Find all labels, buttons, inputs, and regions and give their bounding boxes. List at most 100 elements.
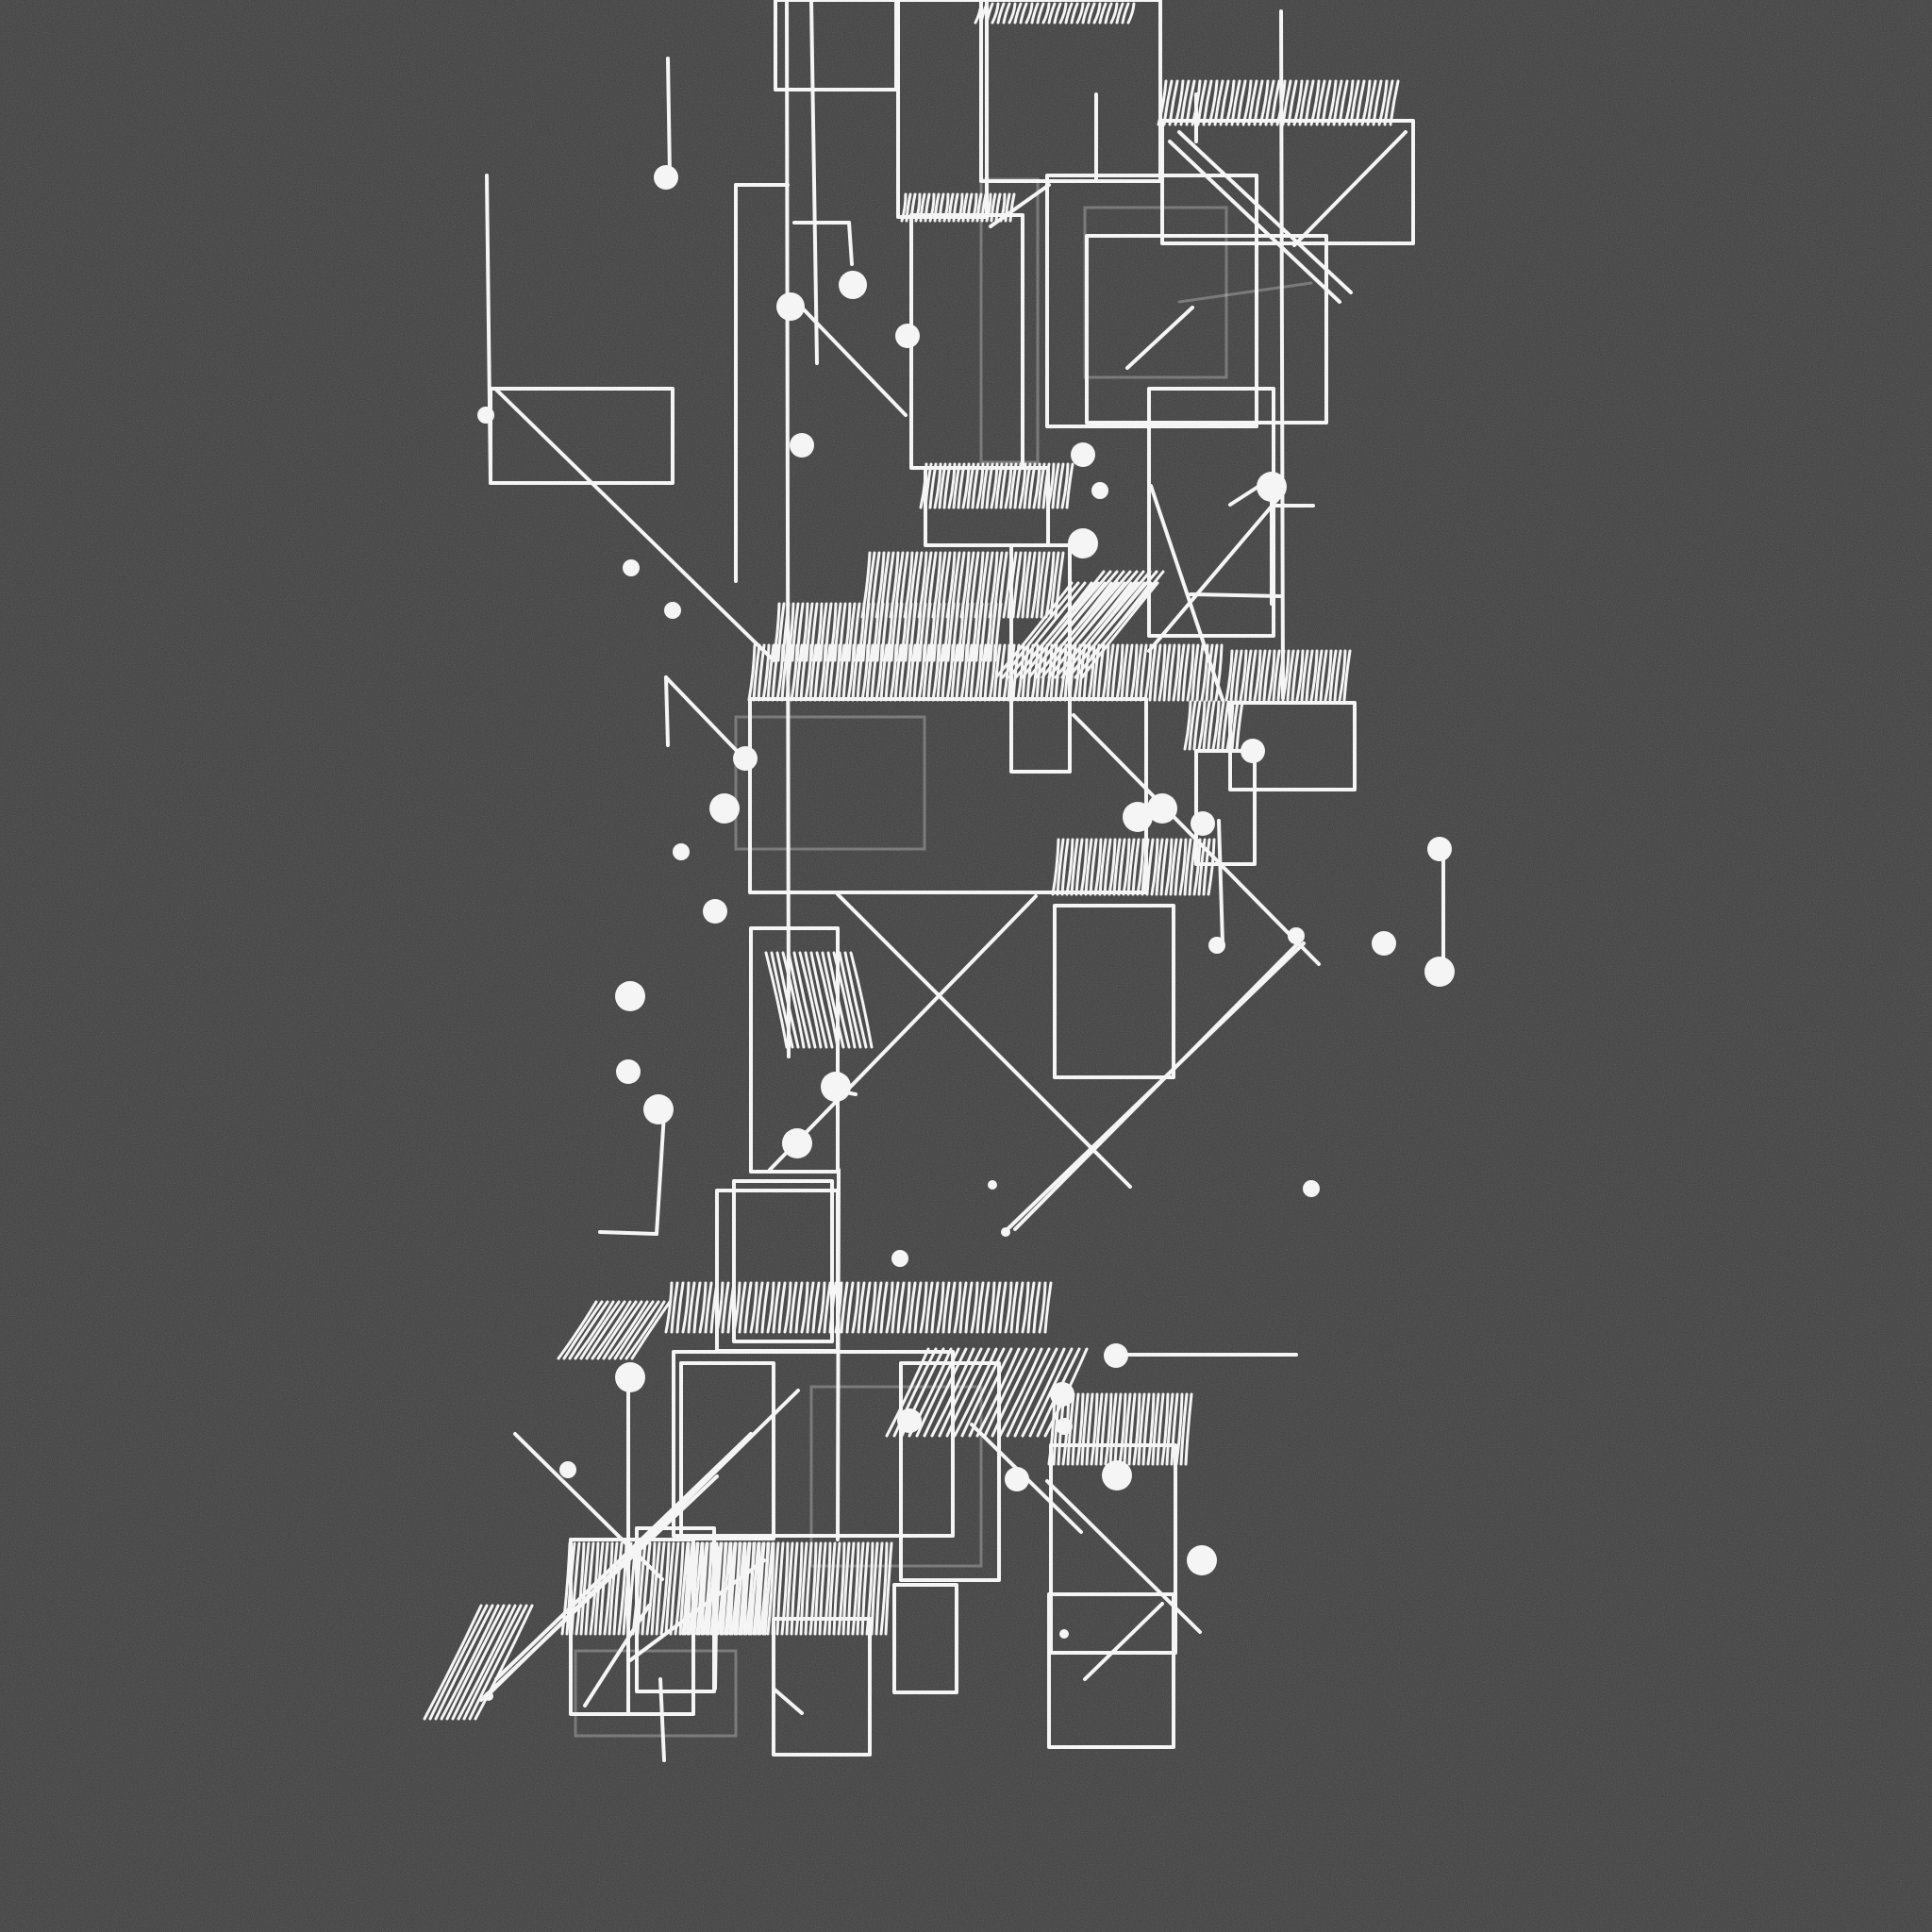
- hatch-mark: [994, 462, 1004, 509]
- hatch-mark: [1162, 643, 1172, 702]
- hatch-mark: [574, 1300, 615, 1360]
- hatch-mark: [681, 1541, 691, 1636]
- hatch-mark: [457, 1604, 517, 1721]
- hatch-mark: [714, 1541, 724, 1636]
- hatch-mark: [994, 192, 1002, 223]
- hatch-mark: [847, 602, 857, 662]
- hatch-mark: [908, 1281, 917, 1334]
- hatch-mark: [1179, 79, 1191, 126]
- hatch-mark: [1309, 79, 1321, 126]
- dot: [1056, 1418, 1073, 1435]
- hatch-mark: [933, 462, 942, 509]
- hatch-mark: [1115, 2, 1124, 25]
- hatch-mark: [1056, 838, 1065, 896]
- hatch-mark: [817, 1281, 826, 1334]
- hatch-mark: [837, 1541, 846, 1636]
- box-outline: [1045, 174, 1258, 428]
- hatch-mark: [1016, 551, 1027, 619]
- hatch-mark: [1083, 570, 1158, 658]
- hatch-mark: [1112, 838, 1122, 896]
- hatch-mark: [1168, 79, 1179, 126]
- hatch-mark: [747, 1541, 757, 1636]
- box-outline: [1053, 904, 1175, 1079]
- hatch-mark: [742, 1541, 752, 1636]
- hatch-mark: [857, 602, 866, 662]
- hatch-mark: [695, 1541, 705, 1636]
- hatch-mark: [770, 951, 794, 1049]
- hatch-mark: [908, 643, 917, 702]
- hatch-mark: [961, 192, 969, 223]
- ink-line: [1125, 306, 1194, 370]
- hatch-mark: [1202, 838, 1211, 896]
- hatch-mark: [804, 1541, 813, 1636]
- hatch-mark: [974, 643, 983, 702]
- dot: [664, 602, 681, 619]
- hatch-mark: [1195, 643, 1205, 702]
- ink-line: [664, 675, 740, 754]
- dot: [709, 793, 740, 824]
- hatch-mark: [900, 192, 908, 223]
- hatch-mark: [1118, 1392, 1127, 1466]
- hatch-mark: [783, 1281, 792, 1334]
- hatch-mark: [681, 1281, 691, 1334]
- hatch-mark: [953, 1347, 998, 1438]
- dot: [1005, 1467, 1029, 1491]
- hatch-mark: [1264, 79, 1275, 126]
- ink-line: [847, 221, 854, 266]
- hatch-mark: [827, 1541, 837, 1636]
- hatch-mark: [827, 643, 837, 702]
- dot: [615, 1362, 645, 1392]
- hatch-mark: [790, 643, 799, 702]
- hatch-mark: [1099, 1392, 1108, 1466]
- hatch-mark: [800, 1281, 809, 1334]
- hatch-mark: [947, 1281, 957, 1334]
- box-outline: [1194, 749, 1257, 866]
- dot: [1288, 927, 1305, 944]
- hatch-mark: [1146, 1392, 1156, 1466]
- hatch-mark: [1076, 570, 1152, 658]
- hatch-mark: [1314, 649, 1324, 702]
- hatch-mark: [898, 643, 908, 702]
- hatch-mark: [1021, 1281, 1030, 1334]
- hatch-mark: [1131, 838, 1141, 896]
- hatch-mark: [1300, 649, 1309, 702]
- hatch-mark: [612, 1541, 624, 1636]
- hatch-mark: [941, 602, 951, 662]
- hatch-mark: [1004, 192, 1011, 223]
- hatch-mark: [721, 1541, 732, 1636]
- hatch-mark: [1292, 79, 1304, 126]
- hatch-mark: [585, 1300, 626, 1360]
- hatch-mark: [1150, 838, 1159, 896]
- hatch-mark: [636, 1541, 647, 1636]
- hatch-mark: [474, 1604, 534, 1721]
- ink-line: [666, 57, 672, 176]
- hatch-mark: [884, 1541, 893, 1636]
- hatch-mark: [1023, 462, 1032, 509]
- hatch-mark: [704, 1281, 713, 1334]
- box-outline: [732, 1179, 834, 1343]
- hatch-mark: [1058, 2, 1068, 25]
- hatch-mark: [619, 1300, 660, 1360]
- hatch-mark: [841, 1541, 851, 1636]
- hatch-mark: [780, 1541, 790, 1636]
- hatch-mark: [928, 192, 936, 223]
- hatch-mark: [1183, 700, 1192, 751]
- hatch-mark: [1084, 838, 1093, 896]
- hatch-mark: [1151, 1392, 1160, 1466]
- hatch-mark: [1221, 700, 1230, 751]
- hatch-mark: [964, 643, 974, 702]
- hatch-mark: [879, 1541, 889, 1636]
- hatch-mark: [1272, 649, 1281, 702]
- hatch-mark: [970, 602, 979, 662]
- dot: [1257, 472, 1287, 502]
- hatch-mark: [1389, 79, 1400, 126]
- hatch-mark: [1117, 838, 1126, 896]
- dot: [1191, 811, 1215, 836]
- hatch-mark: [1087, 2, 1096, 25]
- hatch-mark: [1080, 581, 1159, 679]
- hatch-mark: [856, 643, 865, 702]
- hatch-mark: [1129, 643, 1139, 702]
- hatch-mark: [966, 192, 974, 223]
- hatch-mark: [912, 643, 922, 702]
- hatch-mark: [913, 602, 923, 662]
